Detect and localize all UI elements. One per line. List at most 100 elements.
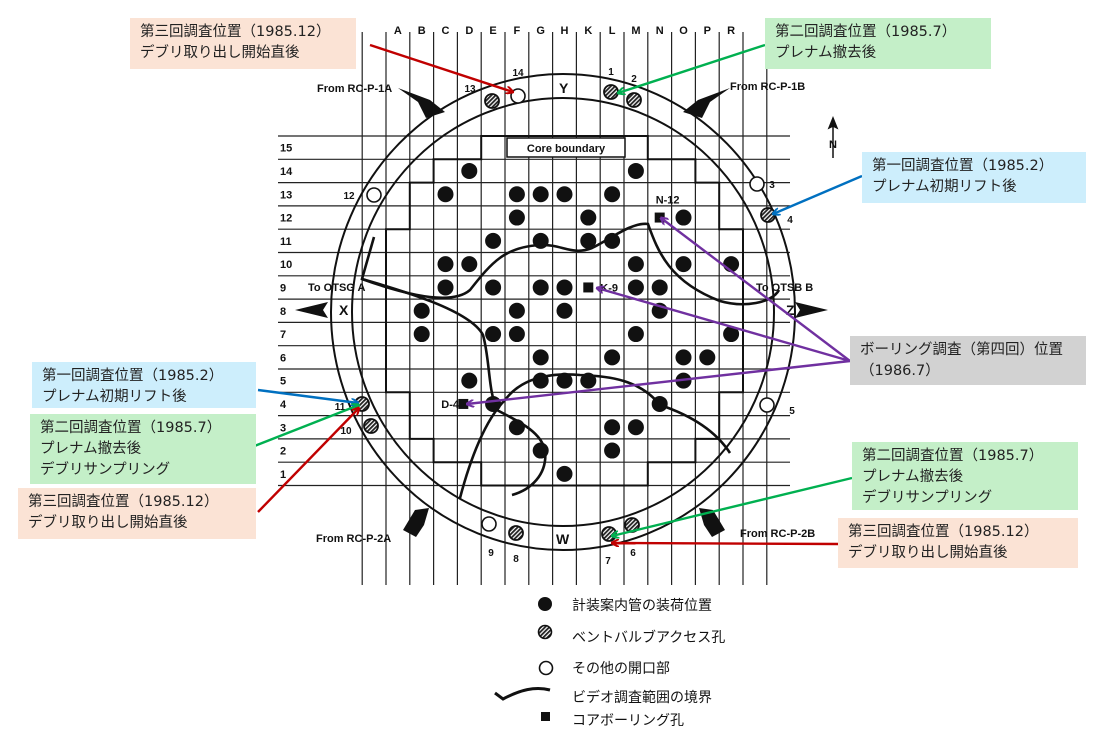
instrument-tube-dot [437, 186, 454, 203]
opening-number: 6 [630, 548, 636, 559]
arrow-right-green [612, 476, 853, 536]
callout-line: 第二回調査位置（1985.7） [40, 420, 222, 436]
callout-line: デブリ取り出し開始直後 [140, 45, 300, 61]
label-from-2a: From RC-P-2A [316, 533, 391, 545]
label-y: Y [559, 80, 569, 96]
instrument-tube-dot [532, 372, 549, 389]
row-label: 3 [280, 422, 286, 434]
row-label: 10 [280, 259, 292, 271]
row-label: 2 [280, 446, 286, 458]
callout-line: プレナム撤去後 [40, 441, 142, 457]
opening-number: 7 [605, 556, 611, 567]
inlet-arrow-2a-icon [403, 508, 429, 537]
instrument-tube-dot [437, 256, 454, 273]
label-from-1b: From RC-P-1B [730, 81, 805, 93]
opening-number: 5 [789, 406, 795, 417]
core-boring-label: D-4 [441, 399, 460, 411]
column-label: B [418, 25, 426, 37]
arrow-boring-k9 [597, 288, 851, 363]
instrument-tube-dot [532, 442, 549, 459]
instrument-tube-dot [485, 232, 502, 249]
callout-line: 第三回調査位置（1985.12） [848, 524, 1039, 540]
instrument-tube-dot [413, 326, 430, 343]
label-from-1a: From RC-P-1A [317, 83, 392, 95]
row-label: 11 [280, 236, 292, 248]
callout-left-green: 第二回調査位置（1985.7） プレナム撤去後 デブリサンプリング [30, 414, 256, 484]
instrument-tube-dot [580, 209, 597, 226]
legend-instrument-tube: 計装案内管の装荷位置 [572, 598, 712, 614]
callout-right-green: 第二回調査位置（1985.7） プレナム撤去後 デブリサンプリング [852, 442, 1078, 510]
callout-line: 第一回調査位置（1985.2） [42, 368, 224, 384]
outer-ring [330, 73, 796, 551]
column-label: R [727, 25, 735, 37]
column-label: C [442, 25, 450, 37]
instrument-tube-dot [651, 279, 668, 296]
instrument-tube-dot [508, 326, 525, 343]
instrument-tube-dot [413, 302, 430, 319]
instrument-tube-dot [627, 419, 644, 436]
core-boring-square [458, 398, 469, 409]
legend-other-opening: その他の開口部 [572, 661, 670, 677]
callout-right-pink: 第三回調査位置（1985.12） デブリ取り出し開始直後 [838, 518, 1078, 568]
callout-line: 第一回調査位置（1985.2） [872, 158, 1054, 174]
opening-number: 14 [512, 68, 524, 79]
diagram-labels: Core boundary From RC-P-1A From RC-P-1B … [308, 80, 837, 547]
legend-instrument-tube-icon [538, 597, 552, 611]
column-label: L [609, 25, 616, 37]
row-label: 13 [280, 189, 292, 201]
column-label: E [489, 25, 496, 37]
row-label: 9 [280, 282, 286, 294]
instrument-tube-dot [675, 256, 692, 273]
callout-left-blue: 第一回調査位置（1985.2） プレナム初期リフト後 [32, 362, 256, 408]
instrument-tube-dot [604, 232, 621, 249]
callout-line: デブリサンプリング [862, 490, 993, 506]
other-opening-hole [481, 516, 497, 532]
label-z: Z [786, 302, 795, 318]
instrument-tube-dot [461, 162, 478, 179]
opening-number: 3 [769, 180, 775, 191]
other-opening-hole [366, 187, 382, 203]
north-arrow-icon [827, 115, 839, 158]
instrument-tube-dot [675, 349, 692, 366]
column-label: O [679, 25, 688, 37]
vent-valve-hole [508, 525, 524, 541]
instrument-tube-dot [556, 302, 573, 319]
label-to-otsg-a: To OTSG A [308, 282, 365, 294]
callout-line: プレナム撤去後 [775, 45, 877, 61]
legend-video-boundary-icon [494, 686, 551, 701]
legend-core-boring: コアボーリング孔 [572, 713, 684, 729]
instrument-tube-dot [508, 186, 525, 203]
legend-core-boring-icon [541, 712, 550, 721]
vent-valve-hole [363, 418, 379, 434]
core-boring-square [583, 282, 594, 293]
callout-right-blue: 第一回調査位置（1985.2） プレナム初期リフト後 [862, 152, 1086, 203]
row-label: 8 [280, 306, 286, 318]
inner-ring [351, 97, 775, 527]
callout-line: 第二回調査位置（1985.7） [775, 24, 957, 40]
instrument-tube-dot [723, 326, 740, 343]
column-label: D [465, 25, 473, 37]
instrument-tube-dot [627, 162, 644, 179]
instrument-tube-dot [556, 372, 573, 389]
vent-valve-hole [603, 84, 619, 100]
outlet-arrow-a-icon [295, 302, 328, 318]
opening-number: 9 [488, 548, 494, 559]
instrument-tube-dot [556, 279, 573, 296]
vent-valve-hole [626, 92, 642, 108]
arrow-left-pink [257, 408, 359, 513]
instrument-tube-dot [604, 442, 621, 459]
callout-top-right: 第二回調査位置（1985.7） プレナム撤去後 [765, 18, 991, 69]
callout-left-pink: 第三回調査位置（1985.12） デブリ取り出し開始直後 [18, 488, 256, 539]
other-opening-hole [759, 397, 775, 413]
inlet-arrow-2b-icon [699, 508, 725, 537]
arrow-left-green [251, 405, 359, 449]
column-label: F [514, 25, 521, 37]
row-label: 4 [280, 399, 287, 411]
arrow-boring-d4 [467, 359, 851, 404]
instrument-tube-dot [699, 349, 716, 366]
column-label: K [584, 25, 592, 37]
instrument-tube-dot [508, 209, 525, 226]
vessel-rings [330, 73, 796, 551]
